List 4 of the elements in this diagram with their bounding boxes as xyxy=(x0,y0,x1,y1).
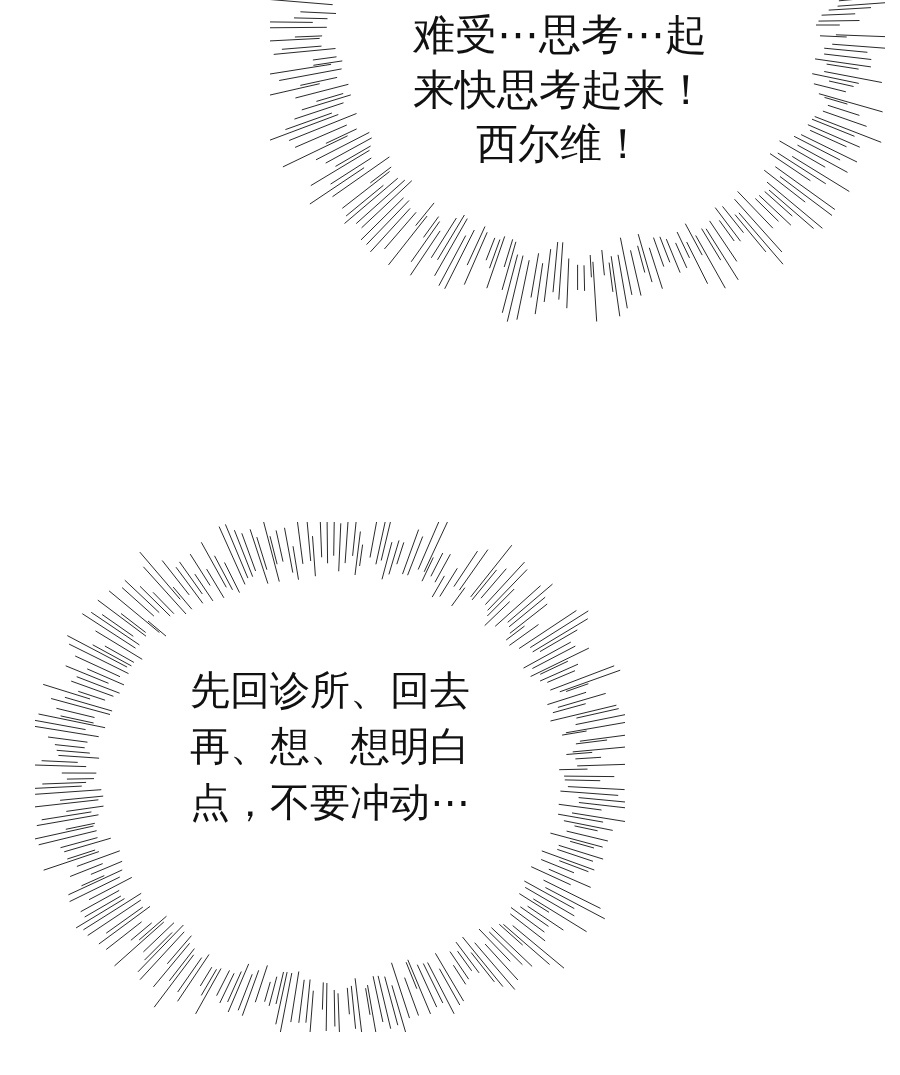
burst-speech-bubble xyxy=(270,0,885,325)
speech-text: 难受⋯思考⋯起来快思考起来！西尔维！ xyxy=(413,9,707,171)
burst-speech-bubble xyxy=(35,522,625,1032)
speech-text: 先回诊所、回去再、想、想明白点，不要冲动⋯ xyxy=(190,666,470,827)
